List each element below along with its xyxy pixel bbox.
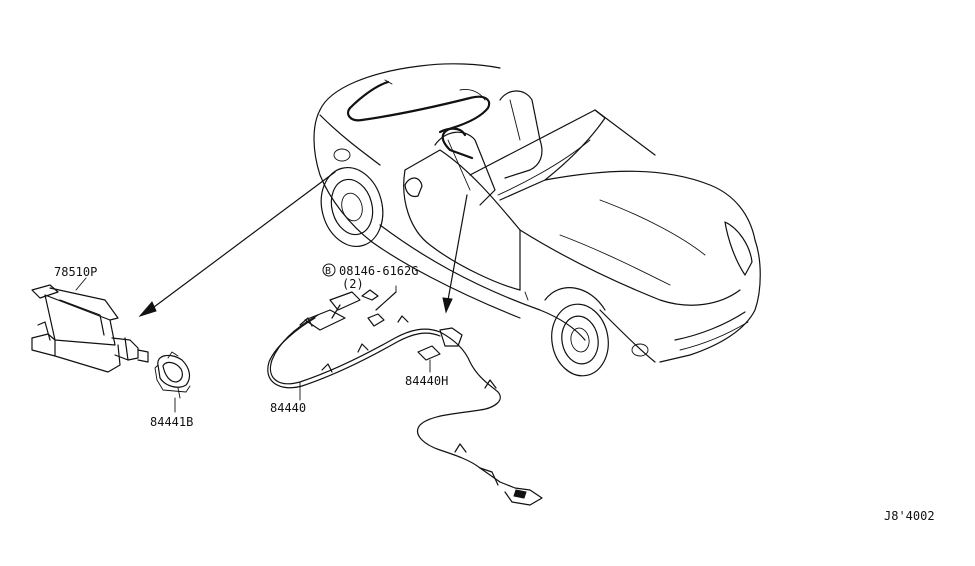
car-illustration (313, 63, 761, 377)
label-78510p: 78510P (54, 265, 97, 279)
label-84440h: 84440H (405, 374, 448, 388)
lid-opener-cable (267, 291, 543, 506)
callout-arrows (138, 171, 468, 317)
label-bolt-number: 08146-6162G (339, 264, 418, 278)
diagram-code: J8'4002 (884, 509, 935, 523)
holder-bracket (154, 351, 191, 399)
lid-opener-actuator (31, 284, 149, 373)
label-84441b: 84441B (150, 415, 193, 429)
label-bolt-quantity: (2) (342, 277, 364, 291)
antenna-feeder-routing (346, 79, 491, 160)
label-84440: 84440 (270, 401, 306, 415)
leader-lines (75, 277, 431, 413)
bolt-marker-letter: B (325, 266, 331, 277)
cable-clip (417, 345, 441, 361)
bolt-callout: B 08146-6162G (2) (322, 263, 418, 291)
bolt (361, 289, 397, 327)
